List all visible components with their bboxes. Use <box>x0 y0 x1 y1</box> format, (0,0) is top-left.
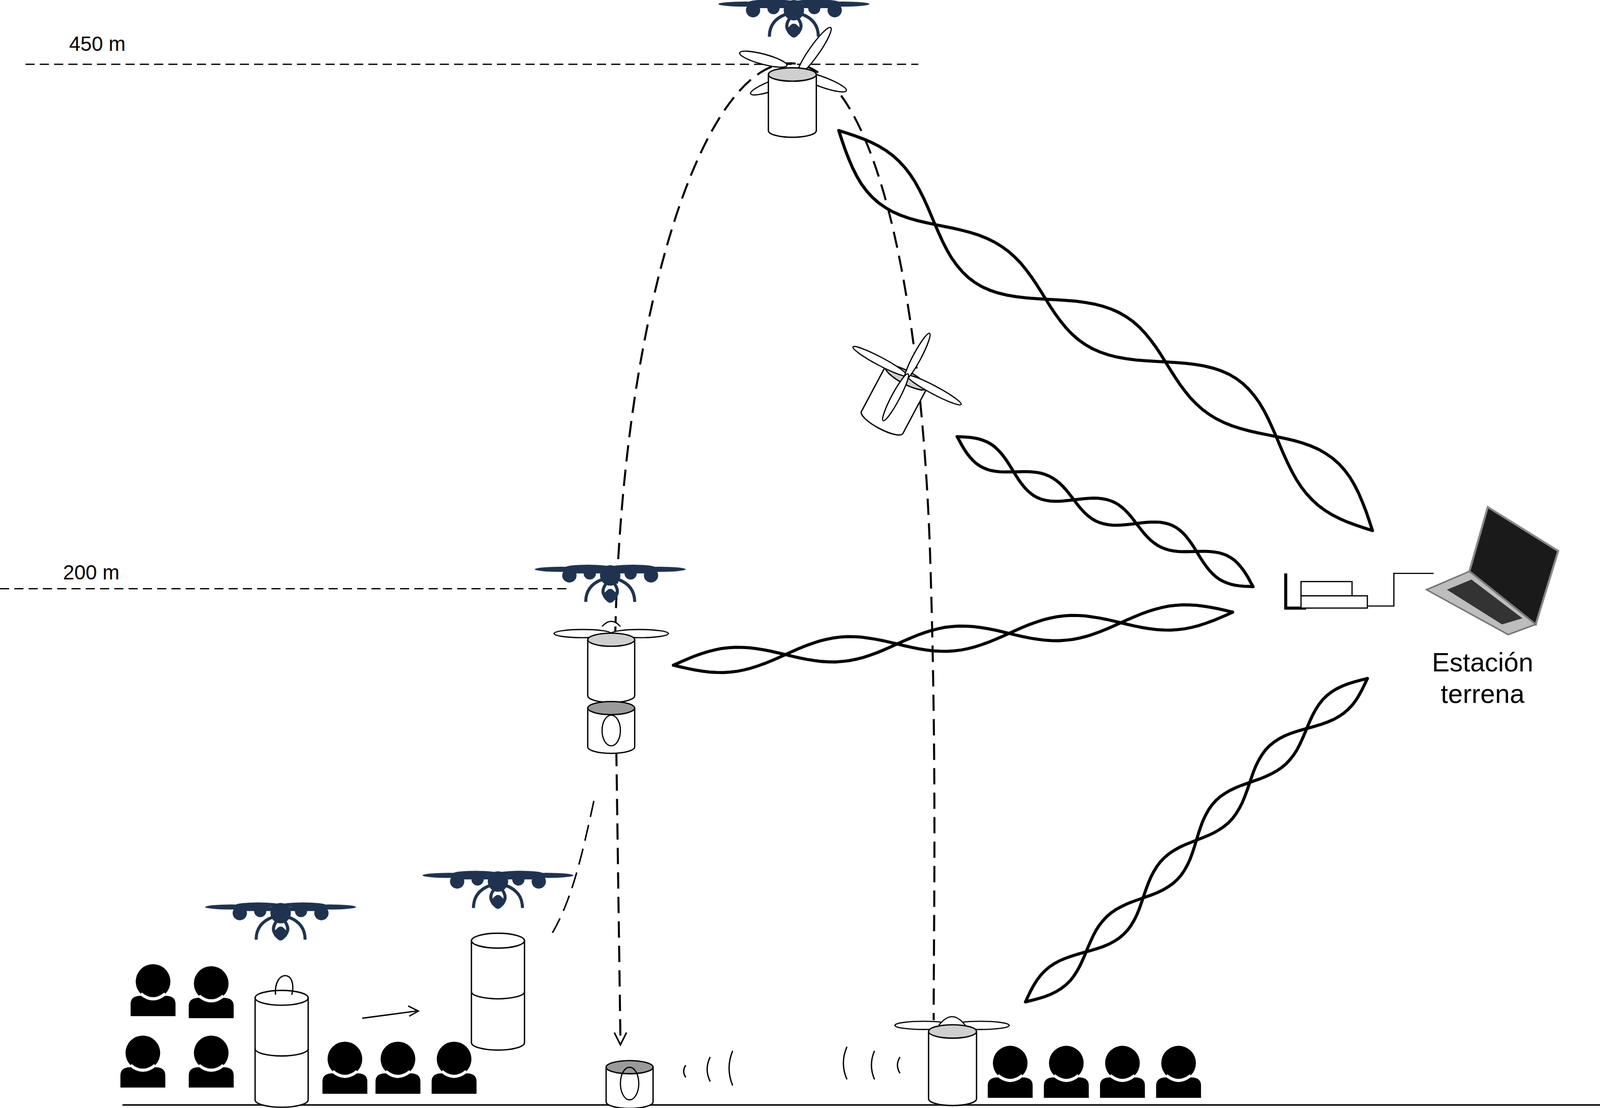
arrow <box>362 1010 417 1018</box>
parachute-pack <box>620 1067 639 1100</box>
ground-line <box>122 1103 1600 1106</box>
person-icon <box>431 1041 477 1094</box>
canister <box>587 633 635 703</box>
signal-wave <box>838 130 1373 531</box>
signal-wave <box>957 436 1253 587</box>
trajectory <box>548 800 594 939</box>
station-label: Estación terrena <box>1401 646 1564 710</box>
altitude-line <box>0 587 572 590</box>
receiver <box>1301 581 1353 596</box>
radio-wave <box>707 1056 711 1082</box>
person-icon <box>189 1034 234 1087</box>
canister <box>471 932 525 1050</box>
radio-wave <box>683 1064 686 1078</box>
drone <box>718 0 870 40</box>
person-icon <box>375 1041 421 1094</box>
arrow-head <box>408 1005 419 1016</box>
signal-wave <box>957 436 1253 587</box>
person-icon <box>189 965 234 1018</box>
dome <box>938 1016 966 1025</box>
rotor-blade <box>851 343 909 380</box>
canister-top <box>587 633 635 647</box>
top-release <box>738 24 849 138</box>
canister-top <box>255 990 308 1006</box>
hook <box>275 975 293 995</box>
canister-body <box>587 639 635 703</box>
canister-body <box>255 997 308 1107</box>
radio-wave <box>729 1050 733 1086</box>
canister-top <box>928 1024 977 1038</box>
laptop-base <box>1426 571 1536 635</box>
receiver <box>1301 595 1368 608</box>
radio-wave <box>843 1046 847 1080</box>
canister <box>768 67 817 138</box>
laptop-keyboard <box>1447 579 1523 624</box>
person-icon <box>1043 1045 1089 1098</box>
signal-wave <box>838 130 1373 531</box>
canister <box>587 701 635 754</box>
rotor-blade <box>738 47 789 71</box>
trajectory <box>616 749 621 1039</box>
rotor-blade <box>879 371 912 423</box>
person-icon <box>130 963 176 1016</box>
dome <box>602 620 621 626</box>
canister-seam <box>471 991 525 999</box>
person-icon <box>987 1045 1033 1098</box>
person-icon <box>322 1041 368 1094</box>
altitude-label: 200 m <box>63 559 120 585</box>
canister-top <box>768 67 817 81</box>
falling-canister <box>825 304 984 457</box>
cable <box>1367 573 1434 606</box>
person-icon <box>120 1034 166 1087</box>
altitude-label: 450 m <box>69 31 126 56</box>
person-icon <box>1100 1045 1145 1098</box>
canister-body <box>768 74 817 138</box>
person-icon <box>1155 1045 1201 1098</box>
canister-top <box>471 932 525 948</box>
rotor-blade <box>904 371 963 409</box>
canister <box>606 1060 653 1108</box>
radio-wave <box>871 1050 875 1080</box>
laptop <box>1426 507 1559 635</box>
canister-body <box>587 707 635 754</box>
arrow-head <box>614 1031 627 1045</box>
signal-wave <box>673 604 1233 666</box>
canister-body <box>471 940 525 1050</box>
radio-wave <box>897 1056 900 1074</box>
canister <box>928 1024 977 1106</box>
canister-seam <box>255 1048 308 1056</box>
drone <box>205 902 357 943</box>
drone <box>534 564 686 605</box>
signal-wave <box>1025 678 1368 1002</box>
canister-top <box>587 701 635 715</box>
signal-wave <box>1025 678 1368 1002</box>
canister <box>255 990 308 1108</box>
canister-body <box>928 1030 977 1106</box>
parachute-pack <box>602 714 621 746</box>
drone <box>422 870 574 911</box>
signal-wave <box>673 611 1233 673</box>
